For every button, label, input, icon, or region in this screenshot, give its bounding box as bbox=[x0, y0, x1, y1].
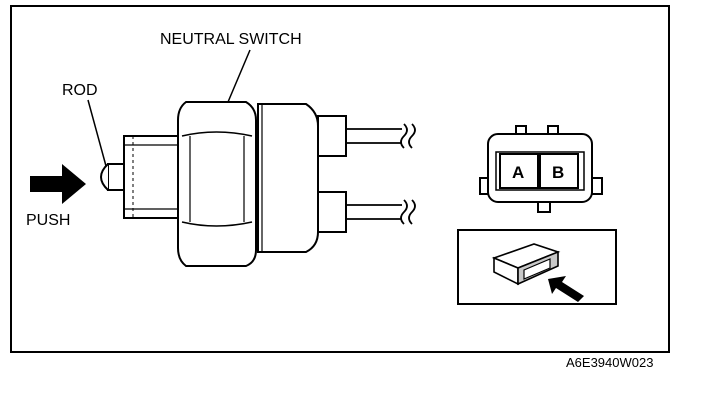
hex-nut bbox=[177, 101, 257, 267]
title-leader bbox=[227, 49, 251, 103]
terminal-boss-lower bbox=[317, 191, 347, 233]
connector-view-inset bbox=[457, 229, 617, 305]
terminal-boss-upper bbox=[317, 115, 347, 157]
push-label: PUSH bbox=[26, 212, 70, 229]
pin-b-label: B bbox=[552, 163, 564, 182]
connector-face-view bbox=[479, 125, 603, 213]
lead-wires bbox=[346, 123, 416, 225]
figure-code: A6E3940W023 bbox=[566, 355, 653, 370]
pin-a-label: A bbox=[512, 163, 524, 182]
neutral-switch bbox=[100, 101, 416, 267]
title-label: NEUTRAL SWITCH bbox=[160, 31, 302, 48]
rod-leader bbox=[87, 99, 107, 167]
figure-frame bbox=[10, 5, 670, 353]
pin-a-cell bbox=[499, 153, 539, 189]
switch-housing bbox=[257, 103, 319, 253]
connector-3d bbox=[491, 243, 561, 286]
arrow-up-left-icon bbox=[548, 276, 584, 302]
rod-label: ROD bbox=[62, 82, 98, 99]
threaded-barrel bbox=[123, 135, 183, 219]
arrow-right-icon bbox=[30, 164, 86, 204]
rod-tip bbox=[100, 163, 125, 191]
pin-b-cell bbox=[539, 153, 579, 189]
